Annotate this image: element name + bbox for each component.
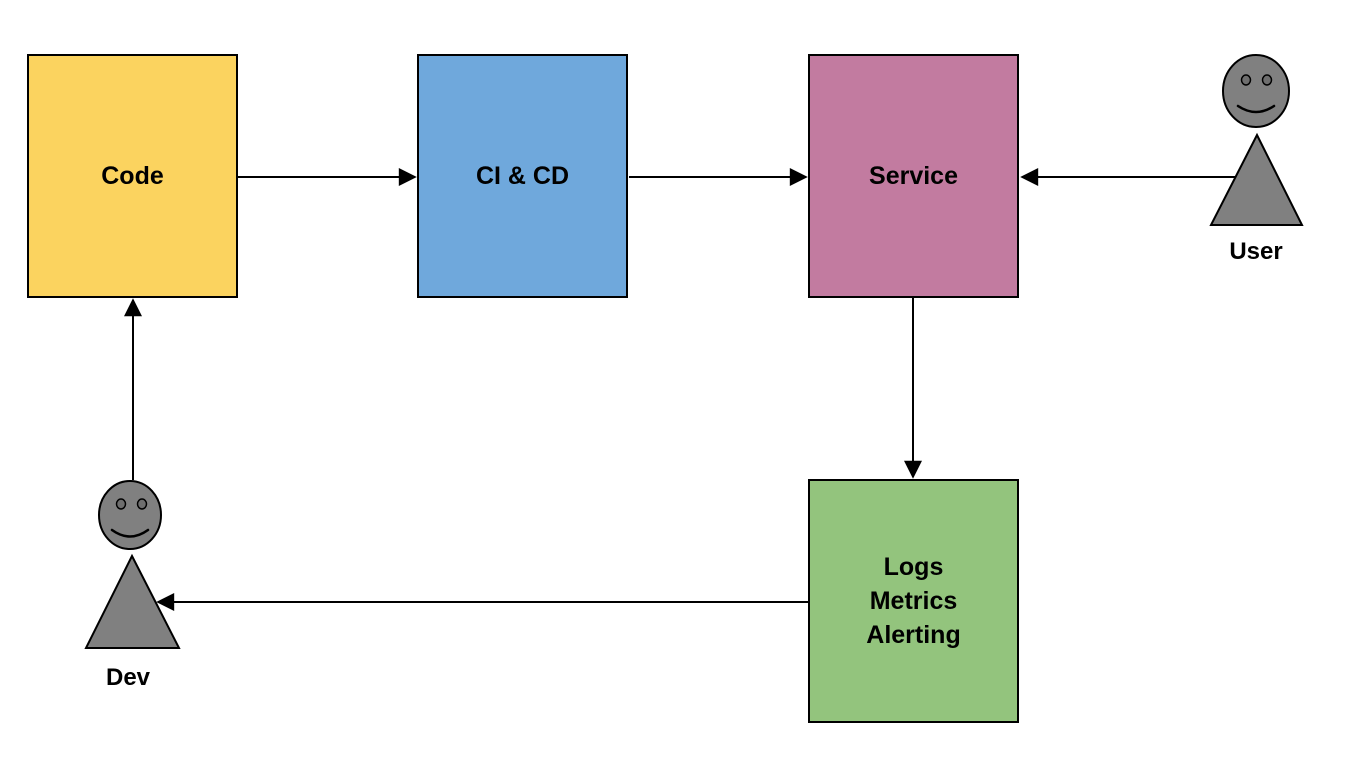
dev-head bbox=[98, 480, 162, 550]
user-head bbox=[1222, 54, 1290, 128]
actor-user-figure bbox=[1209, 54, 1304, 226]
node-service-label: Service bbox=[869, 162, 958, 190]
node-service: Service bbox=[808, 54, 1019, 298]
node-ci-cd: CI & CD bbox=[417, 54, 628, 298]
user-left-eye bbox=[1240, 74, 1252, 86]
actor-dev-figure bbox=[84, 480, 181, 649]
dev-left-eye bbox=[115, 498, 127, 510]
user-smile bbox=[1236, 104, 1276, 114]
node-logs-label: Logs Metrics Alerting bbox=[866, 550, 960, 652]
user-right-eye bbox=[1261, 74, 1273, 86]
dev-body-triangle bbox=[84, 553, 181, 649]
node-logs-line-2: Metrics bbox=[869, 587, 958, 615]
node-logs-line-1: Logs bbox=[883, 553, 944, 581]
node-code-label: Code bbox=[101, 162, 164, 190]
node-ci-cd-label: CI & CD bbox=[475, 162, 570, 190]
node-code: Code bbox=[27, 54, 238, 298]
dev-right-eye bbox=[136, 498, 148, 510]
actor-dev-label: Dev bbox=[105, 664, 151, 691]
node-logs-line-3: Alerting bbox=[866, 621, 961, 649]
dev-smile bbox=[110, 528, 150, 538]
user-body-triangle bbox=[1209, 132, 1304, 226]
node-logs-metrics-alerting: Logs Metrics Alerting bbox=[808, 479, 1019, 723]
actor-user-label: User bbox=[1229, 238, 1283, 265]
